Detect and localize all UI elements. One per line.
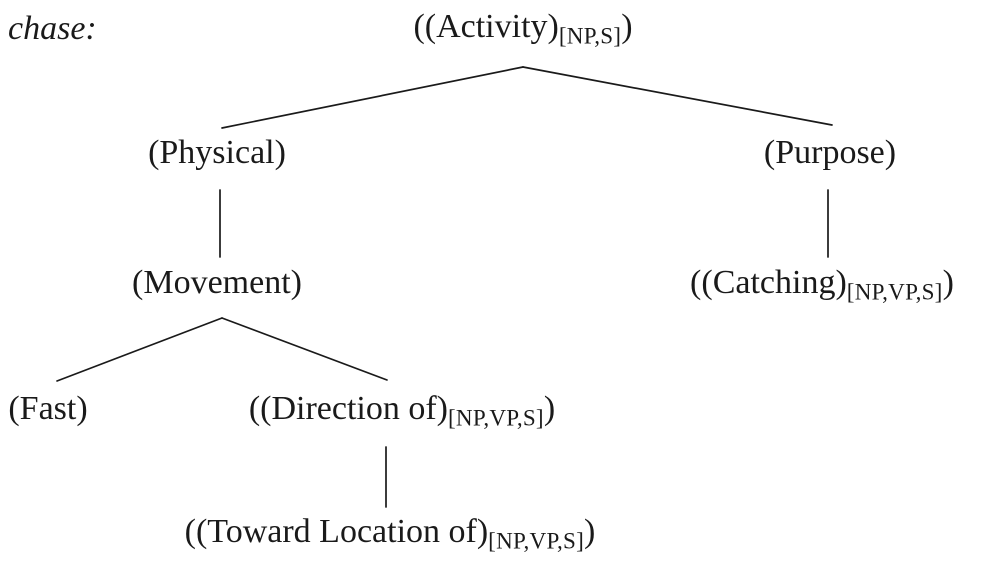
node-toward-location-of: ((Toward Location of)[NP,VP,S]) — [185, 513, 596, 555]
node-direction-of-subscript: [NP,VP,S] — [448, 405, 544, 432]
word-label: chase: — [8, 10, 97, 47]
node-activity-text: ((Activity) — [413, 8, 559, 45]
node-activity-close-paren: ) — [621, 8, 633, 45]
node-toward-location-of-close-paren: ) — [584, 513, 596, 550]
node-physical-text: (Physical) — [148, 134, 286, 171]
node-purpose: (Purpose) — [764, 134, 896, 171]
edge-movement-direction — [221, 317, 388, 381]
node-activity-subscript: [NP,S] — [558, 23, 622, 50]
node-movement-text: (Movement) — [132, 264, 302, 301]
node-fast-text: (Fast) — [8, 390, 88, 427]
node-catching-close-paren: ) — [942, 264, 954, 301]
node-direction-of-text: ((Direction of) — [248, 390, 449, 427]
node-toward-location-of-subscript: [NP,VP,S] — [488, 528, 585, 555]
edge-activity-physical — [221, 66, 524, 129]
node-direction-of: ((Direction of)[NP,VP,S]) — [249, 390, 555, 432]
node-fast: (Fast) — [8, 390, 87, 427]
node-catching: ((Catching)[NP,VP,S]) — [690, 264, 954, 306]
edge-movement-fast — [56, 317, 223, 382]
node-toward-location-of-text: ((Toward Location of) — [184, 513, 489, 550]
node-activity: ((Activity)[NP,S]) — [413, 8, 632, 50]
node-purpose-text: (Purpose) — [763, 134, 897, 171]
edge-activity-purpose — [522, 66, 833, 126]
node-physical: (Physical) — [148, 134, 286, 171]
node-movement: (Movement) — [132, 264, 302, 301]
node-catching-text: ((Catching) — [690, 264, 847, 301]
node-catching-subscript: [NP,VP,S] — [846, 279, 943, 306]
node-direction-of-close-paren: ) — [543, 390, 556, 427]
